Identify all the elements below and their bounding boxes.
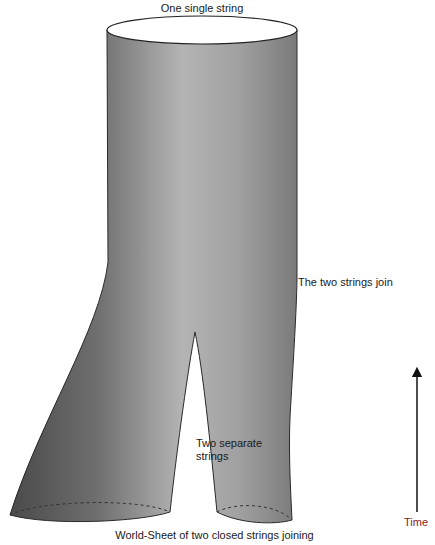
- caption: World-Sheet of two closed strings joinin…: [0, 529, 432, 542]
- left-string-back: [10, 503, 170, 515]
- top-label: One single string: [0, 2, 404, 15]
- time-arrow: [416, 372, 418, 512]
- legs-label: Two separate strings: [196, 437, 266, 463]
- pants-surface: [10, 30, 297, 523]
- top-string-opening: [107, 16, 297, 44]
- join-label: The two strings join: [298, 276, 393, 289]
- time-label: Time: [404, 516, 428, 529]
- right-string-back: [217, 506, 292, 520]
